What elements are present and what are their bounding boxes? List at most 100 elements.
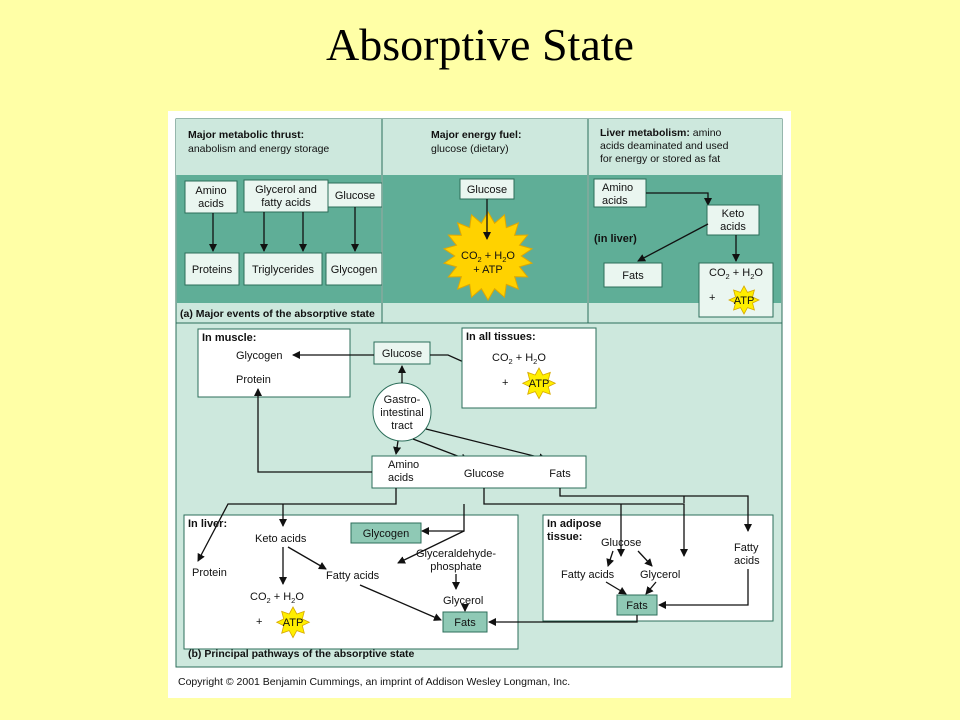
fuel-header-title: Major energy fuel: xyxy=(431,129,521,141)
liver-plus-b: + xyxy=(256,616,262,628)
amino-acids-box xyxy=(184,180,238,214)
liver-amino-line2: acids xyxy=(602,195,628,207)
caption-b: (b) Principal pathways of the absorptive… xyxy=(188,648,415,660)
liver-co2-h2o: CO2 + H2O xyxy=(250,591,304,605)
arrow-amino-muscle-protein xyxy=(254,388,372,473)
glycerol-fatty-line2: fatty acids xyxy=(261,197,311,209)
all-tissues-plus: + xyxy=(502,377,508,389)
adipose-title-line1: In adipose xyxy=(547,518,601,530)
atp-label-a: ATP xyxy=(734,295,755,307)
liver-amino-box xyxy=(593,178,647,208)
caption-a: (a) Major events of the absorptive state xyxy=(180,308,375,320)
muscle-title: In muscle: xyxy=(202,332,256,344)
all-tissues-title: In all tissues: xyxy=(466,331,536,343)
arrow-amino-keto xyxy=(646,192,712,206)
proteins-label: Proteins xyxy=(192,264,233,276)
arrow-amino-liver-protein xyxy=(197,488,397,562)
glycerol-fatty-line1: Glycerol and xyxy=(255,184,317,196)
glucose-label-b-top: Glucose xyxy=(382,348,422,360)
glucose-label-a: Glucose xyxy=(335,190,375,202)
all-tissues-box xyxy=(461,327,597,409)
glucose-box-a xyxy=(327,182,383,208)
liver-header-line3: for energy or stored as fat xyxy=(600,153,720,165)
keto-line2: acids xyxy=(720,221,746,233)
copyright-notice: Copyright © 2001 Benjamin Cummings, an i… xyxy=(178,676,571,688)
arrow-keto-fatty-acids xyxy=(287,546,327,570)
absorbed-nutrients-box xyxy=(371,455,587,489)
header-fuel-cell xyxy=(382,119,588,175)
sun-energy-icon xyxy=(442,211,534,301)
arrow-fatty-right-fats xyxy=(658,569,749,609)
glycogen-label-a: Glycogen xyxy=(331,264,377,276)
absorbed-glucose: Glucose xyxy=(464,468,504,480)
liver-keto-acids: Keto acids xyxy=(255,533,307,545)
liver-amino-line1: Amino xyxy=(602,182,633,194)
liver-fatty-acids: Fatty acids xyxy=(326,570,380,582)
slide-title: Absorptive State xyxy=(326,19,634,70)
gi-tract-line2: intestinal xyxy=(380,407,423,419)
arrow-adipose-fatty-fats xyxy=(605,581,627,595)
absorbed-amino-line1: Amino xyxy=(388,459,419,471)
triglycerides-box xyxy=(243,252,323,286)
sun-co2-h2o: CO2 + H2O xyxy=(461,250,515,264)
thrust-header-text: anabolism and energy storage xyxy=(188,143,329,155)
arrow-adipose-glucose-fatty-acids xyxy=(606,550,615,567)
sun-atp: + ATP xyxy=(473,264,502,276)
keto-line1: Keto xyxy=(722,208,745,220)
glucose-label-center: Glucose xyxy=(467,184,507,196)
adipose-fatty-acids-right-2: acids xyxy=(734,555,760,567)
liver-g3p-line1: Glyceraldehyde- xyxy=(416,548,496,560)
liver-protein: Protein xyxy=(192,567,227,579)
liver-title-b: In liver: xyxy=(188,518,227,530)
absorbed-amino-line2: acids xyxy=(388,472,414,484)
adipose-fatty-acids-right-1: Fatty xyxy=(734,542,759,554)
liver-glycogen-box xyxy=(350,522,422,544)
liver-g3p-line2: phosphate xyxy=(430,561,481,573)
muscle-box xyxy=(197,328,351,398)
header-thrust-cell xyxy=(176,119,382,175)
glycogen-box-a xyxy=(325,252,383,286)
fats-box-a xyxy=(603,262,663,288)
liver-glycogen-label: Glycogen xyxy=(363,528,409,540)
arrow-adipose-liver-fats xyxy=(488,615,638,626)
arrow-fatty-acids-fats xyxy=(359,584,442,621)
glycerol-fatty-box xyxy=(243,179,329,213)
gi-tract-line1: Gastro- xyxy=(384,394,421,406)
triglycerides-label: Triglycerides xyxy=(252,264,314,276)
gi-tract-line3: tract xyxy=(391,420,412,432)
arrow-adipose-glycerol-fats xyxy=(645,581,657,595)
fats-label-a: Fats xyxy=(622,270,644,282)
liver-header-line2: acids deaminated and used xyxy=(600,140,729,152)
arrow-glucose-adipose xyxy=(483,488,688,557)
in-liver-label: (in liver) xyxy=(594,233,637,245)
adipose-fatty-acids-left: Fatty acids xyxy=(561,569,615,581)
proteins-box xyxy=(184,252,240,286)
fuel-header-text: glucose (dietary) xyxy=(431,143,509,155)
liver-fats-label: Fats xyxy=(454,617,476,629)
muscle-protein: Protein xyxy=(236,374,271,386)
arrow-adipose-glucose-glycerol xyxy=(637,550,653,567)
atp-star-icon-all-tissues xyxy=(521,367,557,400)
liver-header-line1: Liver metabolism: amino xyxy=(600,127,722,139)
amino-acids-line2: acids xyxy=(198,198,224,210)
liver-fats-box xyxy=(442,611,488,633)
all-tissues-co2-h2o: CO2 + H2O xyxy=(492,352,546,366)
adipose-glucose: Glucose xyxy=(601,537,641,549)
atp-star-icon-a xyxy=(728,285,760,315)
atp-label-liver-b: ATP xyxy=(283,617,304,629)
adipose-title-line2: tissue: xyxy=(547,531,582,543)
liver-header-title: Liver metabolism: xyxy=(600,127,690,139)
arrow-keto-fats xyxy=(637,223,709,262)
header-liver-cell xyxy=(588,119,782,175)
liver-co2-h2o: CO2 + H2O xyxy=(709,267,763,281)
arrow-fats-adipose-fatty-acids xyxy=(559,488,752,532)
atp-label-all-tissues: ATP xyxy=(529,378,550,390)
atp-star-icon-liver-b xyxy=(275,606,311,639)
liver-plus: + xyxy=(709,292,715,304)
metabolism-figure: Major metabolic thrust: anabolism and en… xyxy=(168,111,791,698)
arrow-glucose-g3p xyxy=(397,530,465,564)
adipose-fats-label: Fats xyxy=(626,600,648,612)
amino-acids-line1: Amino xyxy=(195,185,226,197)
liver-glycerol: Glycerol xyxy=(443,595,483,607)
arrow-gi-amino xyxy=(393,440,402,455)
